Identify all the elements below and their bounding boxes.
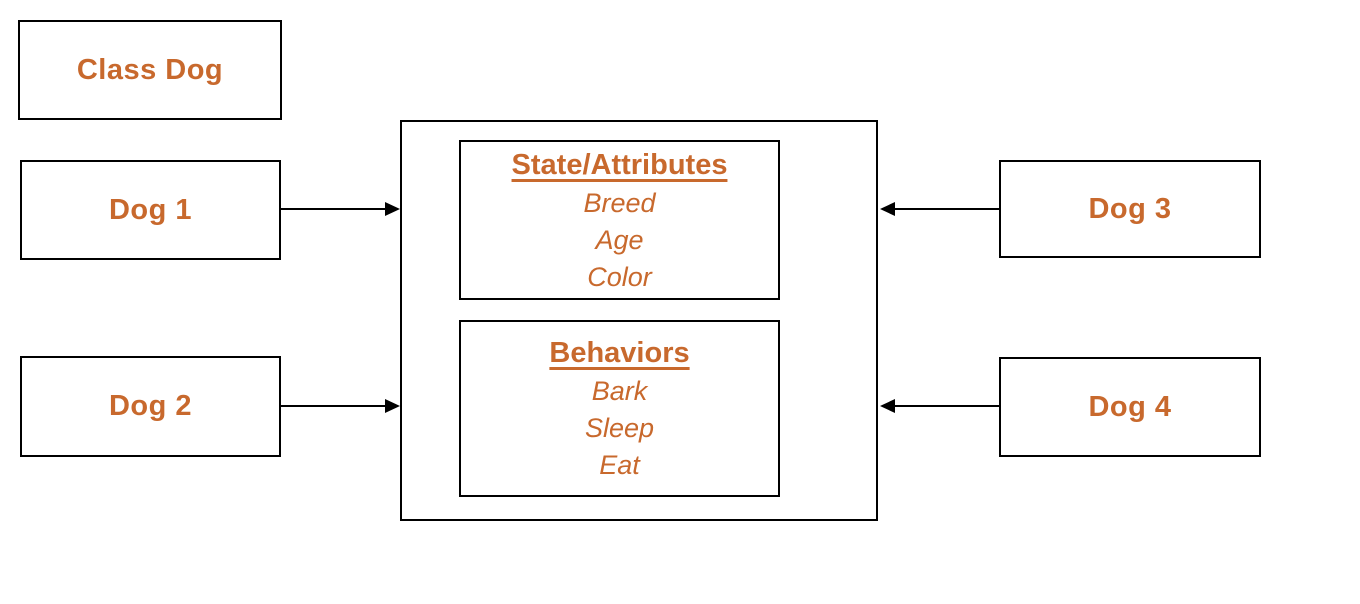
arrow-dog2-to-class xyxy=(281,399,400,413)
attributes-section-box: State/Attributes Breed Age Color xyxy=(459,140,780,300)
arrow-dog3-to-class xyxy=(880,202,999,216)
dog1-label: Dog 1 xyxy=(108,193,193,226)
dog3-box: Dog 3 xyxy=(999,160,1261,258)
dog1-box: Dog 1 xyxy=(20,160,281,260)
dog2-label: Dog 2 xyxy=(108,390,193,422)
attribute-item: Age xyxy=(595,224,644,255)
behavior-item: Sleep xyxy=(584,413,655,443)
behavior-item: Eat xyxy=(599,450,640,480)
dog3-label: Dog 3 xyxy=(1088,192,1172,225)
arrow-dog4-to-class xyxy=(880,399,999,413)
attribute-item: Breed xyxy=(583,187,656,218)
class-body-box: State/Attributes Breed Age Color Behavio… xyxy=(400,120,878,521)
dog2-box: Dog 2 xyxy=(20,356,281,457)
dog4-box: Dog 4 xyxy=(999,357,1261,457)
behaviors-section-box: Behaviors Bark Sleep Eat xyxy=(459,320,780,497)
dog4-label: Dog 4 xyxy=(1088,390,1172,423)
behaviors-heading: Behaviors xyxy=(549,337,690,369)
arrow-dog1-to-class xyxy=(281,202,400,216)
class-dog-box: Class Dog xyxy=(18,20,282,120)
behavior-item: Bark xyxy=(591,376,648,406)
attributes-heading: State/Attributes xyxy=(511,148,728,181)
attribute-item: Color xyxy=(587,261,652,292)
class-dog-label: Class Dog xyxy=(76,53,224,86)
